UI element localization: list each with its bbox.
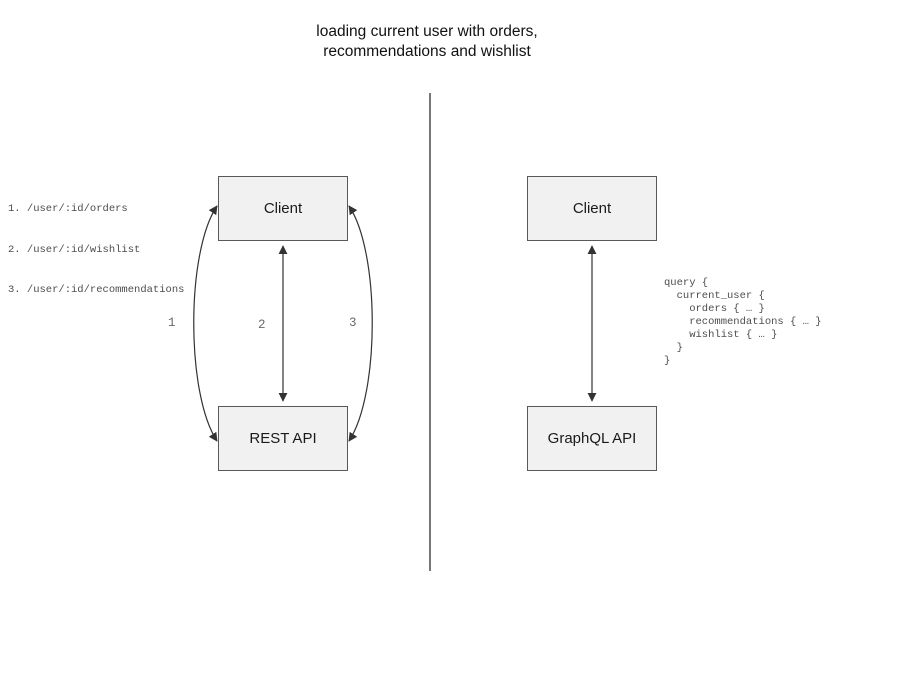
rest-client-box: Client: [218, 176, 348, 241]
graphql-api-box: GraphQL API: [527, 406, 657, 471]
endpoint-recommendations: 3. /user/:id/recommendations: [8, 284, 185, 296]
rest-client-label: Client: [263, 200, 303, 217]
arrow-label-1: 1: [168, 316, 176, 330]
title-line-1: loading current user with orders,: [316, 23, 538, 40]
rest-api-label: REST API: [249, 430, 317, 447]
rest-endpoint-list: 1. /user/:id/orders 2. /user/:id/wishlis…: [8, 176, 184, 325]
graphql-query-code: query { current_user { orders { … } reco…: [664, 277, 822, 367]
graphql-client-box: Client: [527, 176, 657, 241]
rest-api-box: REST API: [218, 406, 348, 471]
endpoint-wishlist: 2. /user/:id/wishlist: [8, 243, 141, 256]
graphql-client-label: Client: [572, 200, 612, 217]
arrow-label-2: 2: [258, 318, 266, 332]
arrow-label-3: 3: [349, 316, 357, 330]
diagram-title: loading current user with orders, recomm…: [0, 22, 854, 62]
divider-line: [429, 93, 431, 571]
endpoint-orders: 1. /user/:id/orders: [8, 203, 128, 215]
rest-arrow-1-curve: [193, 205, 218, 442]
title-line-2: recommendations and wishlist: [323, 43, 531, 60]
graphql-api-label: GraphQL API: [547, 430, 637, 447]
